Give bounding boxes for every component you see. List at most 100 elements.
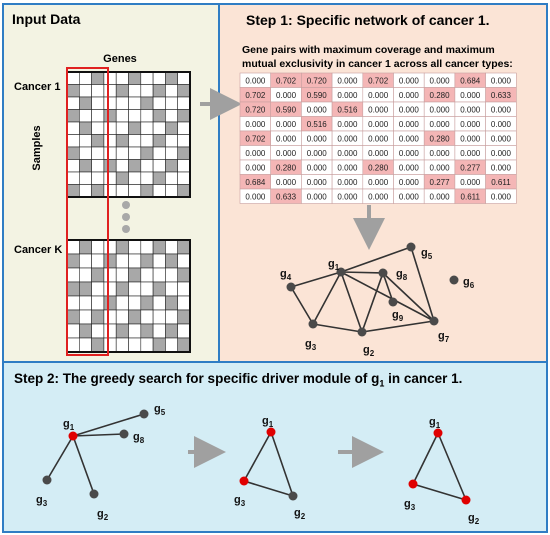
- network-edge: [270, 431, 294, 497]
- matrix-cell: [79, 267, 92, 283]
- matrix-cell: [115, 134, 129, 148]
- matrix-cell: [115, 239, 129, 255]
- matrix-cell: [66, 337, 80, 353]
- matrix-cell: [152, 159, 166, 173]
- matrix-cell: [140, 239, 154, 255]
- matrix-cell: [177, 337, 191, 353]
- score-value: 0.000: [276, 178, 297, 187]
- matrix-cell: [115, 96, 129, 110]
- matrix-cell: [79, 184, 92, 198]
- matrix-cell: [66, 267, 80, 283]
- matrix-cell: [165, 171, 178, 185]
- matrix-cell: [165, 134, 178, 148]
- matrix-cell: [128, 309, 142, 325]
- matrix-cell: [177, 239, 191, 255]
- score-value: 0.000: [491, 192, 512, 201]
- network-edge: [312, 271, 342, 325]
- matrix-cell: [115, 84, 129, 98]
- score-value: 0.000: [245, 149, 266, 158]
- matrix-cell: [91, 121, 105, 135]
- network-edge: [437, 432, 467, 501]
- network-edge: [312, 323, 363, 333]
- score-value: 0.000: [491, 120, 512, 129]
- matrix-cell: [103, 146, 117, 160]
- matrix-cell: [103, 71, 117, 85]
- matrix-cell: [152, 171, 166, 185]
- matrix-cell: [66, 159, 80, 173]
- score-value: 0.000: [368, 149, 389, 158]
- matrix-cell: [177, 295, 191, 311]
- score-value: 0.000: [276, 149, 297, 158]
- node-g2: [288, 491, 298, 501]
- matrix-cell: [165, 159, 178, 173]
- matrix-cell: [115, 281, 129, 297]
- network-edge: [72, 413, 145, 437]
- score-value: 0.000: [491, 105, 512, 114]
- node-g1: [336, 267, 346, 277]
- matrix-cell: [152, 71, 166, 85]
- step2-panel: Step 2: The greedy search for specific d…: [2, 361, 548, 533]
- network-edge: [340, 271, 363, 333]
- score-value: 0.000: [430, 192, 451, 201]
- matrix-cell: [140, 184, 154, 198]
- cancer1-label: Cancer 1: [14, 81, 60, 93]
- score-value: 0.590: [276, 105, 297, 114]
- matrix-cell: [103, 96, 117, 110]
- matrix-cell: [152, 239, 166, 255]
- network-edge: [46, 435, 74, 481]
- step2-title-tail: in cancer 1.: [384, 371, 463, 386]
- matrix-cell: [79, 295, 92, 311]
- matrix-cell: [115, 337, 129, 353]
- matrix-cell: [152, 309, 166, 325]
- node-label-g5: g5: [421, 247, 433, 261]
- matrix-cell: [128, 134, 142, 148]
- score-value: 0.000: [307, 178, 328, 187]
- node-g9: [388, 297, 398, 307]
- node-label-g3: g3: [404, 498, 416, 512]
- score-value: 0.516: [307, 120, 328, 129]
- matrix-cell: [177, 323, 191, 339]
- matrix-cell: [103, 109, 117, 123]
- score-value: 0.611: [491, 178, 511, 187]
- score-cell: [485, 188, 517, 204]
- matrix-cell: [103, 239, 117, 255]
- matrix-cell: [79, 171, 92, 185]
- node-label-g3: g3: [305, 338, 317, 352]
- network-edge: [290, 286, 314, 325]
- node-label-sub: 7: [445, 335, 450, 344]
- matrix-cell: [103, 159, 117, 173]
- matrix-cell: [165, 253, 178, 269]
- score-value: 0.000: [399, 91, 420, 100]
- matrix-cell: [66, 184, 80, 198]
- score-value: 0.000: [337, 120, 358, 129]
- selected-genes-frame: [66, 67, 109, 356]
- network-edge: [340, 246, 412, 273]
- node-label-g2: g2: [363, 344, 375, 358]
- node-label-g8: g8: [396, 268, 408, 282]
- matrix-cell: [79, 159, 92, 173]
- score-value: 0.000: [430, 149, 451, 158]
- score-value: 0.000: [307, 163, 328, 172]
- score-value: 0.000: [245, 163, 266, 172]
- score-value: 0.684: [460, 76, 481, 85]
- node-label-sub: 1: [269, 420, 274, 429]
- input-data-title: Input Data: [12, 11, 81, 27]
- score-value: 0.000: [399, 134, 420, 143]
- matrix-cell: [128, 295, 142, 311]
- matrix-cell: [66, 295, 80, 311]
- score-value: 0.633: [491, 91, 512, 100]
- score-value: 0.000: [491, 76, 512, 85]
- matrix-cell: [91, 281, 105, 297]
- score-value: 0.000: [307, 134, 328, 143]
- ellipsis-dot: [122, 213, 130, 221]
- matrix-cell: [177, 84, 191, 98]
- matrix-cell: [128, 171, 142, 185]
- score-value: 0.280: [430, 134, 451, 143]
- samples-label: Samples: [31, 125, 43, 170]
- matrix-cell: [165, 309, 178, 325]
- matrix-cell: [165, 323, 178, 339]
- matrix-cell: [165, 96, 178, 110]
- matrix-cell: [79, 239, 92, 255]
- matrix-cell: [140, 96, 154, 110]
